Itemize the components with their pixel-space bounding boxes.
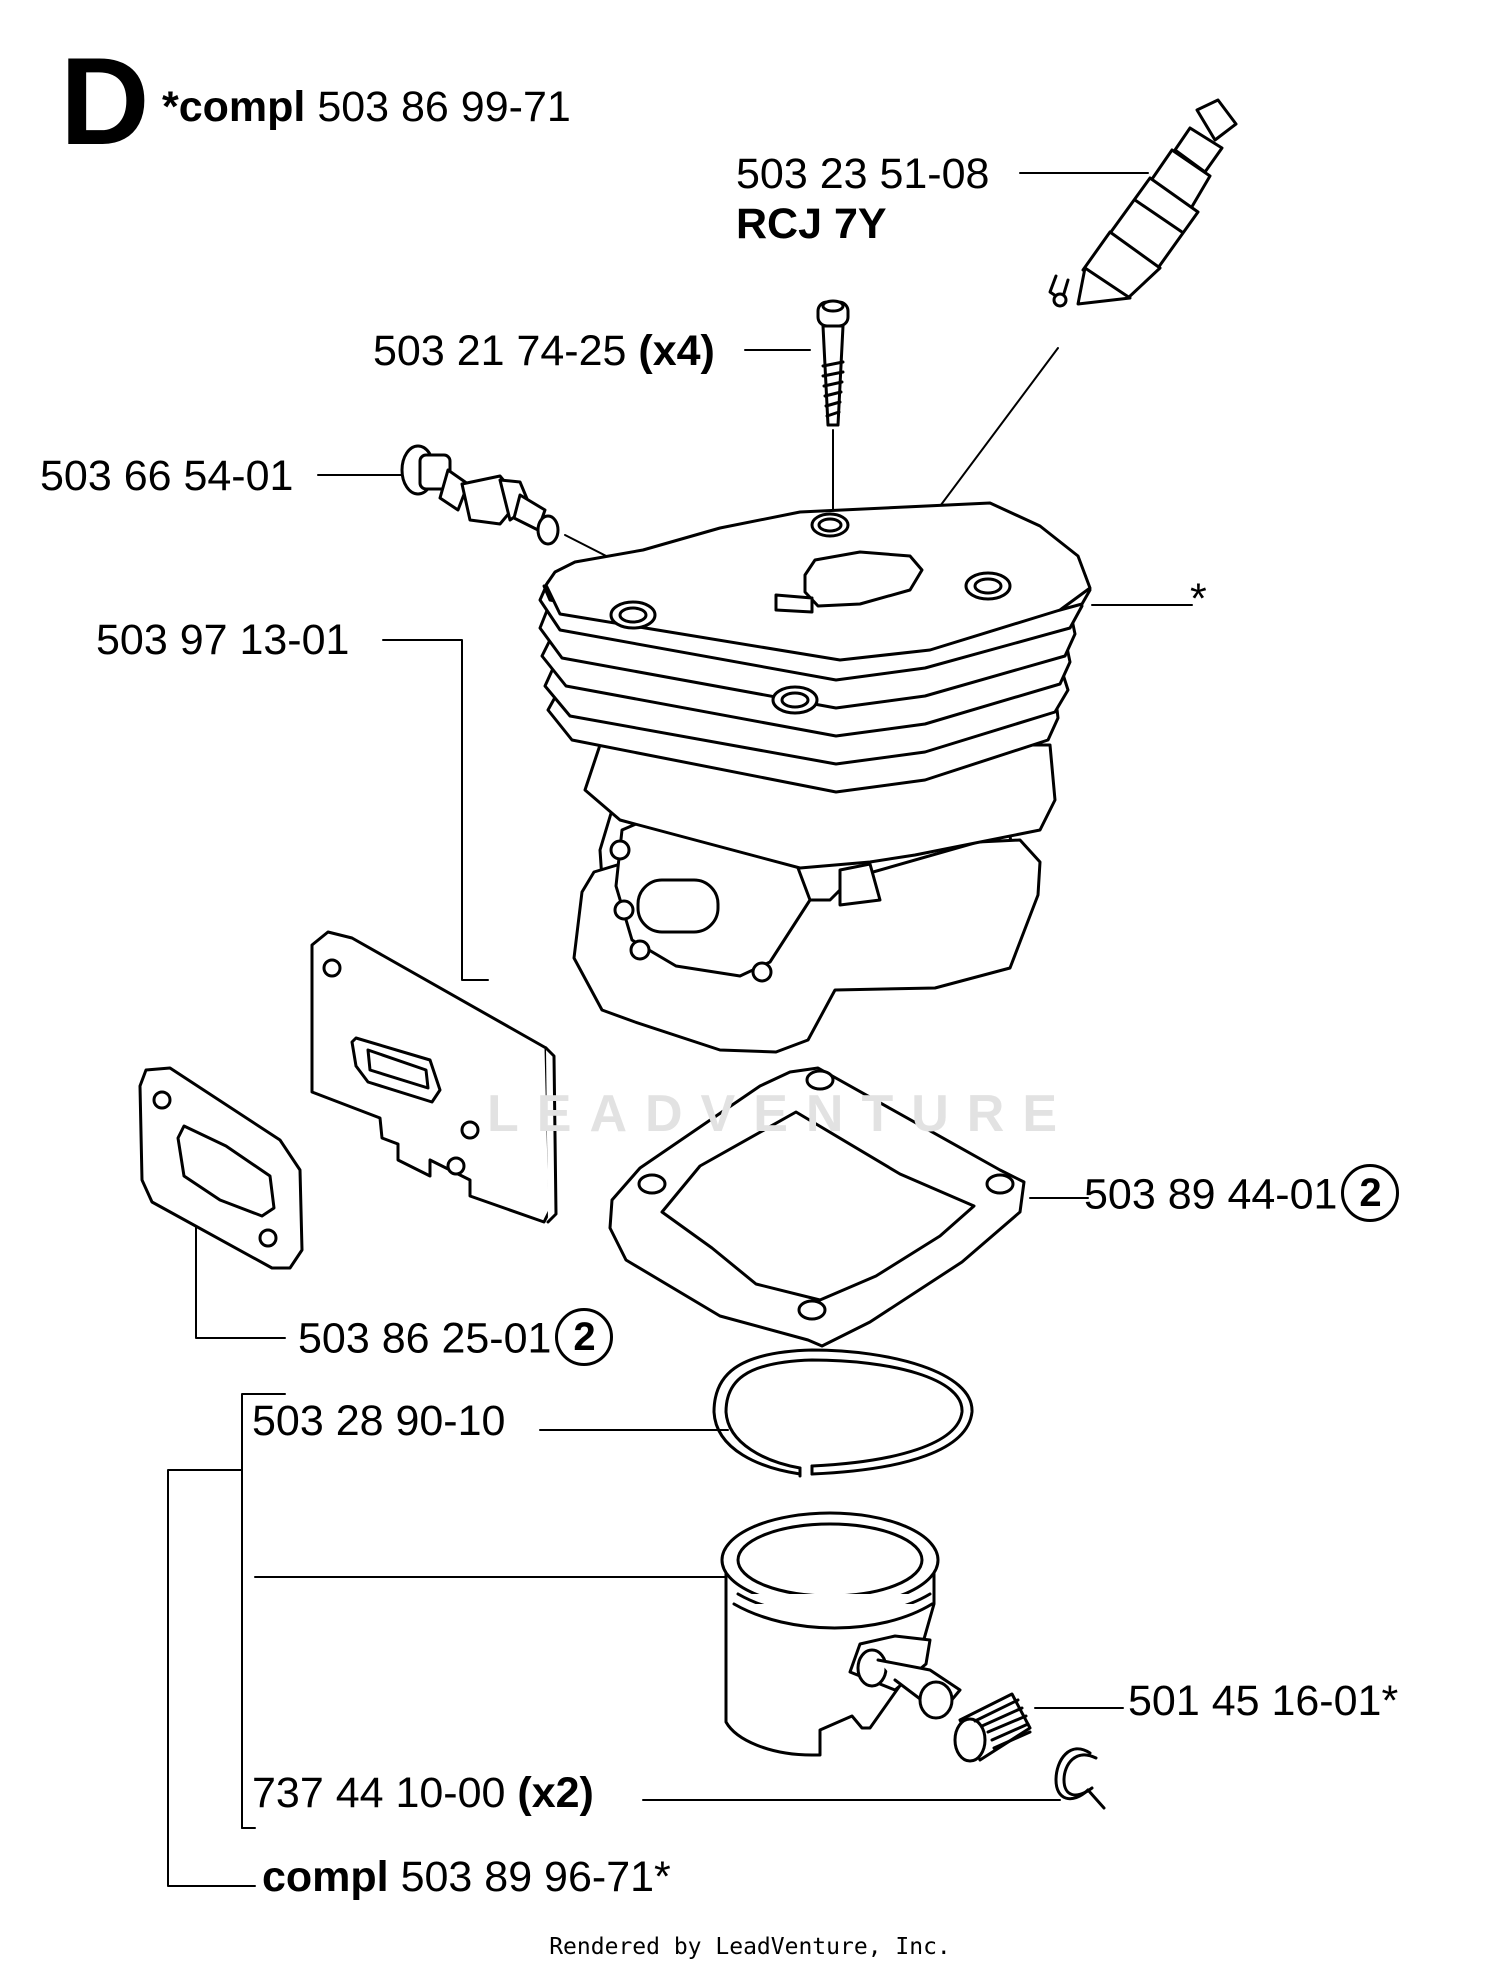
piston-kit-label: compl 503 89 96-71* bbox=[262, 1856, 671, 1899]
circlip-quantity: (x2) bbox=[517, 1769, 594, 1817]
section-letter: D bbox=[60, 33, 150, 171]
screw-icon bbox=[816, 299, 850, 427]
muffler-gasket-callout: 2 bbox=[555, 1308, 614, 1366]
footer-credit: Rendered by LeadVenture, Inc. bbox=[549, 1934, 951, 1960]
cylinder-icon bbox=[538, 501, 1092, 1054]
leader-lines bbox=[167, 172, 1193, 1887]
needle-bearing-icon bbox=[953, 1692, 1032, 1763]
assembly-prefix: *compl bbox=[162, 83, 306, 131]
assembly-part-number: 503 86 99-71 bbox=[317, 83, 571, 131]
piston-ring-part-number: 503 28 90-10 bbox=[252, 1397, 506, 1445]
assembly-title: *compl 503 86 99-71 bbox=[162, 86, 571, 129]
watermark: LEADVENTURE bbox=[487, 1085, 1076, 1143]
heat-shield-part-number: 503 97 13-01 bbox=[96, 616, 350, 664]
piston-kit-part-number: 503 89 96-71* bbox=[400, 1853, 671, 1901]
screw-part-number: 503 21 74-25 bbox=[373, 327, 627, 375]
muffler-gasket-icon bbox=[138, 1066, 304, 1270]
circlip-part-number: 737 44 10-00 bbox=[252, 1769, 506, 1817]
screw-quantity: (x4) bbox=[638, 327, 715, 375]
spark-plug-part-number: 503 23 51-08 bbox=[736, 150, 990, 198]
cylinder-mark: * bbox=[1190, 575, 1207, 623]
screw-label: 503 21 74-25 (x4) bbox=[373, 330, 715, 373]
spark-plug-icon bbox=[1048, 98, 1238, 308]
cylinder-gasket-callout: 2 bbox=[1341, 1164, 1400, 1222]
cylinder-gasket-icon bbox=[608, 1066, 1026, 1348]
spark-plug-type: RCJ 7Y bbox=[736, 200, 887, 248]
decompression-valve-part-number: 503 66 54-01 bbox=[40, 452, 294, 500]
circlip-icon bbox=[1054, 1747, 1106, 1810]
needle-bearing-part-number: 501 45 16-01* bbox=[1128, 1677, 1399, 1725]
circlip-label: 737 44 10-00 (x2) bbox=[252, 1772, 594, 1815]
decompression-valve-icon bbox=[400, 444, 560, 546]
cylinder-gasket-part-number: 503 89 44-01 bbox=[1084, 1170, 1338, 1219]
piston-icon bbox=[720, 1511, 962, 1757]
heat-shield-icon bbox=[310, 930, 558, 1224]
piston-kit-prefix: compl bbox=[262, 1853, 389, 1901]
piston-ring-icon bbox=[712, 1348, 974, 1478]
muffler-gasket-part-number: 503 86 25-01 bbox=[298, 1314, 552, 1363]
